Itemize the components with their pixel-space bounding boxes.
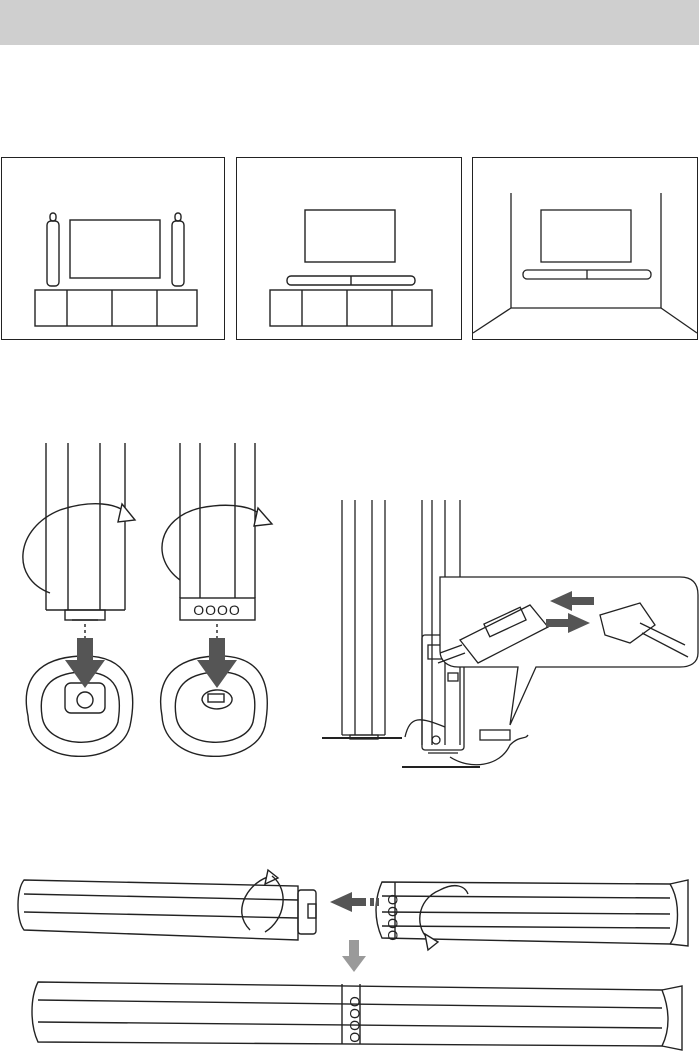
setup-panel-soundbar-wall (472, 157, 698, 340)
setup-panel-soundbar-cabinet (236, 157, 462, 340)
down-arrows (65, 638, 237, 688)
tower-grille-label: OOOO (193, 602, 241, 618)
tv-cabinet (270, 290, 432, 326)
soundbar-right-grille-label: OOOO (385, 894, 401, 942)
tv-screen (305, 210, 395, 262)
soundbar-wall-illustration (473, 158, 697, 338)
soundbar-join-arrows (330, 892, 379, 912)
rotate-arrow-right (162, 505, 264, 580)
rotate-arrow-soundbar-left (242, 876, 272, 930)
left-tower-speaker (47, 221, 59, 286)
right-tower-column (180, 443, 255, 620)
soundbar-join-illustration: OOOO OOOO (10, 860, 699, 1054)
right-tower-speaker (172, 221, 184, 286)
tv-screen (541, 210, 631, 262)
tower-base-assembly-illustration: OOOO (10, 438, 300, 778)
setup-panel-tower-speakers (1, 157, 225, 340)
tv-screen (70, 220, 160, 278)
rotate-arrow-soundbar-right (420, 890, 440, 940)
rotate-arrow-left (23, 504, 128, 593)
soundbar-assembled-grille-label: OOOO (347, 996, 363, 1044)
soundbar-cabinet-illustration (237, 158, 461, 338)
tower-connection-illustration (310, 495, 699, 785)
tv-cabinet (35, 290, 197, 326)
soundbar-right-half (376, 880, 688, 946)
soundbar-down-arrow (342, 940, 366, 972)
header-bar (0, 0, 699, 45)
soundbar-left-half (18, 880, 316, 940)
left-tower-column (46, 443, 125, 620)
tower-speakers-illustration (2, 158, 224, 338)
